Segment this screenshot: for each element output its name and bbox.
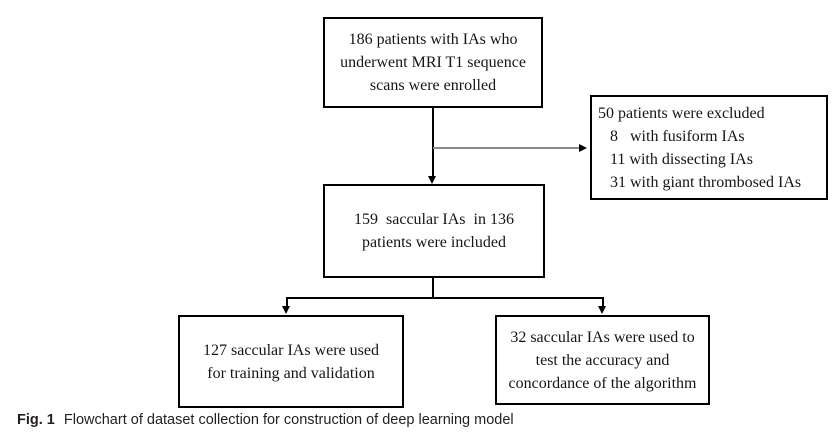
connector-split-to-training [286,297,288,307]
test-set-text: 32 saccular IAs were used to test the ac… [508,328,697,392]
arrowhead-down-training-icon [282,306,290,314]
included-aneurysms-box: 159 saccular IAs in 136 patients were in… [323,184,545,278]
excluded-line-fusiform: 8 with fusiform IAs [598,127,745,145]
figure-caption-text: Flowchart of dataset collection for cons… [63,412,514,428]
arrowhead-right-excluded-icon [579,144,587,152]
excluded-patients-box: 50 patients were excluded 8 with fusifor… [590,95,828,200]
connector-branch-to-excluded [433,147,580,149]
arrowhead-down-test-icon [598,306,606,314]
connector-split-to-test [602,297,604,307]
excluded-line-total: 50 patients were excluded [598,104,765,122]
connector-included-to-split [432,278,434,298]
enrolled-patients-box: 186 patients with IAs who underwent MRI … [323,17,543,108]
connector-enrolled-to-included [432,108,434,177]
connector-split-bar [286,297,604,299]
enrolled-patients-text: 186 patients with IAs who underwent MRI … [340,31,526,94]
arrowhead-down-included-icon [428,176,436,184]
test-set-box: 32 saccular IAs were used to test the ac… [495,315,710,405]
training-set-text: 127 saccular IAs were used for training … [203,341,379,382]
excluded-line-dissecting: 11 with dissecting IAs [598,150,753,168]
included-aneurysms-text: 159 saccular IAs in 136 patients were in… [354,211,514,251]
excluded-line-thrombosed: 31 with giant thrombosed IAs [598,173,802,191]
figure-caption: Fig. 1 Flowchart of dataset collection f… [17,412,514,428]
training-set-box: 127 saccular IAs were used for training … [178,315,404,408]
figure-caption-label: Fig. 1 [17,412,55,428]
